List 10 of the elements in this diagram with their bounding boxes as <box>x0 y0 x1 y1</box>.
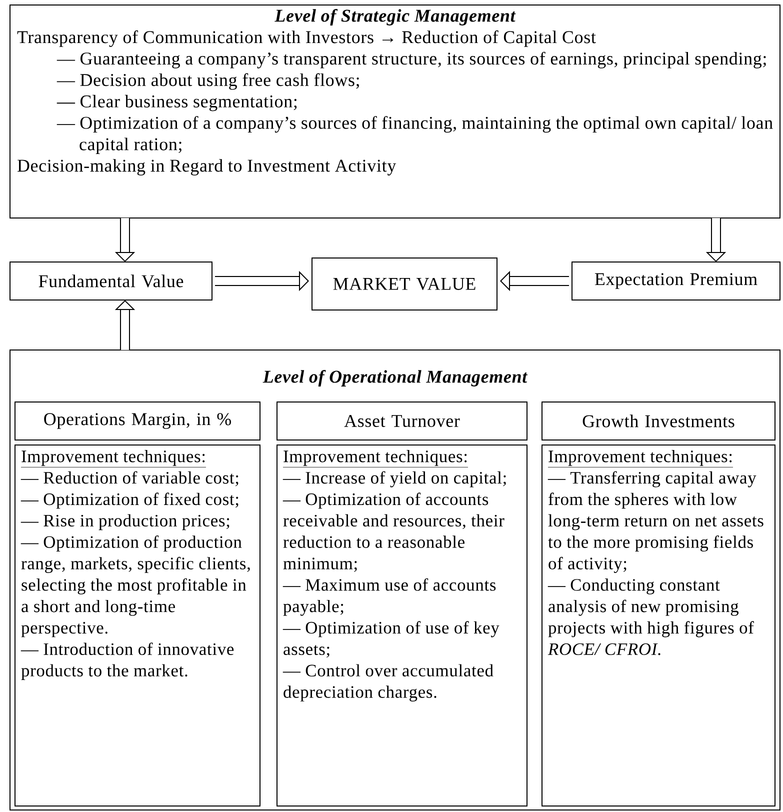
factor-box: Operations Margin, in % <box>14 402 260 440</box>
techniques-box: Improvement techniques: — Transferring capital away from the spheres with low long-term return on net assets to the more promising fields of activity; — Conducting constant analysis of new promising projects with high figures of ROCE/ CFROI. <box>542 444 776 806</box>
techniques-box: Improvement techniques: — Increase of yield on capital; — Optimization of accounts receivable and resources, their reduction to a reasonable minimum; — Maximum use of accounts payable; — Optimization of use of key assets; — Control over accumulated depreciation charges. <box>276 444 528 806</box>
value-box: Expectation Premium <box>572 262 780 300</box>
factor-box: Growth Investments <box>542 402 776 440</box>
techniques-box: Improvement techniques: — Reduction of variable cost; — Optimization of fixed cost; — Rise in production prices; — Optimization of production range, markets, specific clients, selecting the most profitable in a short and long-time perspective. — Introduction of innovative products to the market. <box>14 444 260 806</box>
factor-box: Asset Turnover <box>276 402 528 440</box>
strategic-level-box: Level of Strategic Management Transparency of Communication with Investors → Reduction of Capital Cost — Guaranteeing a company’s transparent structure, its sources of earnings, principal spending; — Decision about using free cash flows; — Clear business segmentation; — Optimization of a company’s sources of financing, maintaining the optimal own capital/ loan capital ration; Decision-making in Regard to Investment Activity <box>10 4 780 218</box>
market-value-box: MARKET VALUE <box>312 258 498 310</box>
value-box: Fundamental Value <box>10 262 212 300</box>
